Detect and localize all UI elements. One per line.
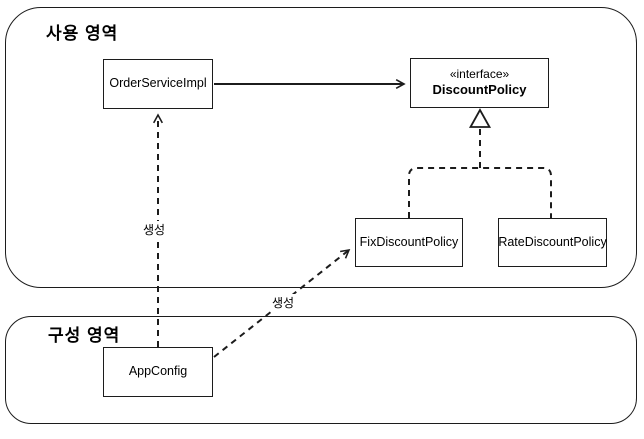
interface-stereotype-label: «interface» xyxy=(449,67,510,82)
class-name-label: DiscountPolicy xyxy=(432,82,527,98)
create-edge-label-vertical: 생성 xyxy=(141,221,168,238)
usage-area-title: 사용 영역 xyxy=(46,24,119,43)
class-name-label: OrderServiceImpl xyxy=(109,76,207,91)
class-name-label: RateDiscountPolicy xyxy=(498,234,607,249)
realization-hollow-triangle xyxy=(468,108,492,128)
config-area-title: 구성 영역 xyxy=(48,326,121,345)
create-edge-label-diagonal: 생성 xyxy=(270,294,297,311)
class-box-app-config: AppConfig xyxy=(103,347,213,397)
create-arrow-appconfig-to-fix xyxy=(213,250,349,358)
class-box-fix-discount-policy: FixDiscountPolicy xyxy=(355,218,463,267)
class-name-label: AppConfig xyxy=(128,364,188,379)
class-name-label: FixDiscountPolicy xyxy=(359,234,459,249)
class-box-discount-policy: «interface» DiscountPolicy xyxy=(410,58,549,108)
class-box-rate-discount-policy: RateDiscountPolicy xyxy=(498,218,607,267)
usage-area-frame: 사용 영역 xyxy=(5,7,637,288)
class-box-order-service-impl: OrderServiceImpl xyxy=(103,59,213,109)
realization-branch-connector xyxy=(408,167,552,218)
